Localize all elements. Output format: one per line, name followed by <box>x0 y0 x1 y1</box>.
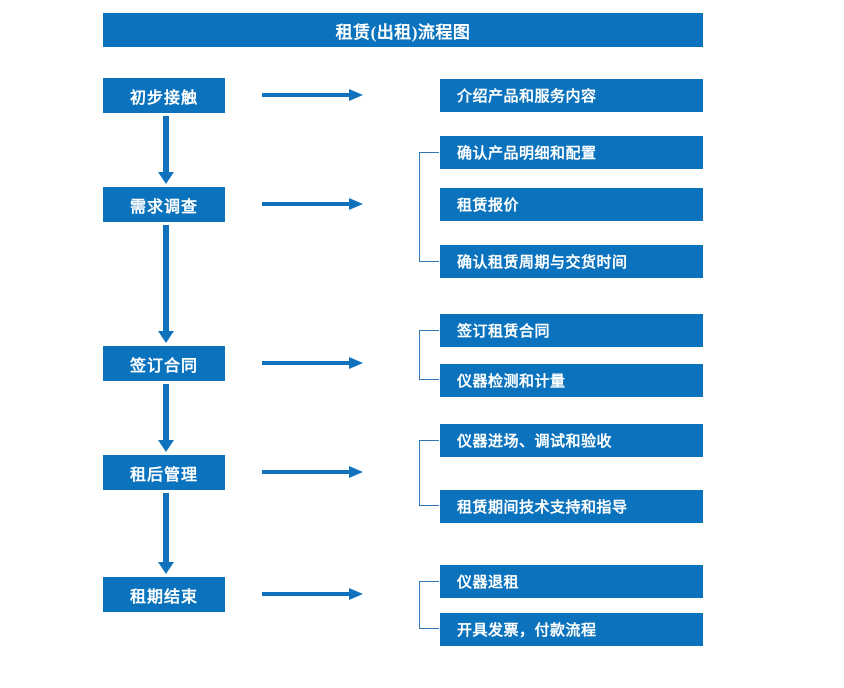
arrow-right-icon <box>262 588 363 600</box>
arrow-head <box>349 198 363 210</box>
arrow-shaft <box>262 592 351 596</box>
page-title: 租赁(出租)流程图 <box>103 13 703 47</box>
arrow-shaft <box>262 93 351 97</box>
arrow-head <box>349 588 363 600</box>
detail-box[interactable]: 仪器进场、调试和验收 <box>440 424 703 457</box>
arrow-shaft <box>163 384 169 441</box>
arrow-down-icon <box>158 116 174 184</box>
stage-box[interactable]: 初步接触 <box>103 78 225 113</box>
arrow-right-icon <box>262 466 363 478</box>
arrow-shaft <box>163 116 169 173</box>
arrow-head <box>158 440 174 452</box>
arrow-head <box>158 172 174 184</box>
detail-box[interactable]: 开具发票，付款流程 <box>440 613 703 646</box>
arrow-head <box>349 89 363 101</box>
group-bracket <box>419 581 439 629</box>
group-bracket <box>419 152 439 262</box>
detail-box[interactable]: 仪器检测和计量 <box>440 364 703 397</box>
detail-box[interactable]: 租赁期间技术支持和指导 <box>440 490 703 523</box>
arrow-right-icon <box>262 357 363 369</box>
arrow-shaft <box>262 361 351 365</box>
detail-box[interactable]: 签订租赁合同 <box>440 314 703 347</box>
group-bracket <box>419 440 439 506</box>
detail-box[interactable]: 确认租赁周期与交货时间 <box>440 245 703 278</box>
detail-box[interactable]: 租赁报价 <box>440 188 703 221</box>
arrow-down-icon <box>158 384 174 452</box>
detail-box[interactable]: 确认产品明细和配置 <box>440 136 703 169</box>
arrow-head <box>158 331 174 343</box>
arrow-right-icon <box>262 198 363 210</box>
stage-box[interactable]: 签订合同 <box>103 346 225 381</box>
group-bracket <box>419 330 439 380</box>
stage-box[interactable]: 租后管理 <box>103 455 225 490</box>
arrow-down-icon <box>158 225 174 343</box>
arrow-shaft <box>262 470 351 474</box>
arrow-head <box>349 357 363 369</box>
arrow-down-icon <box>158 493 174 574</box>
arrow-shaft <box>163 493 169 563</box>
detail-box[interactable]: 仪器退租 <box>440 565 703 598</box>
arrow-right-icon <box>262 89 363 101</box>
arrow-head <box>158 562 174 574</box>
arrow-shaft <box>262 202 351 206</box>
arrow-head <box>349 466 363 478</box>
detail-box[interactable]: 介绍产品和服务内容 <box>440 79 703 112</box>
arrow-shaft <box>163 225 169 332</box>
stage-box[interactable]: 需求调查 <box>103 187 225 222</box>
stage-box[interactable]: 租期结束 <box>103 577 225 612</box>
